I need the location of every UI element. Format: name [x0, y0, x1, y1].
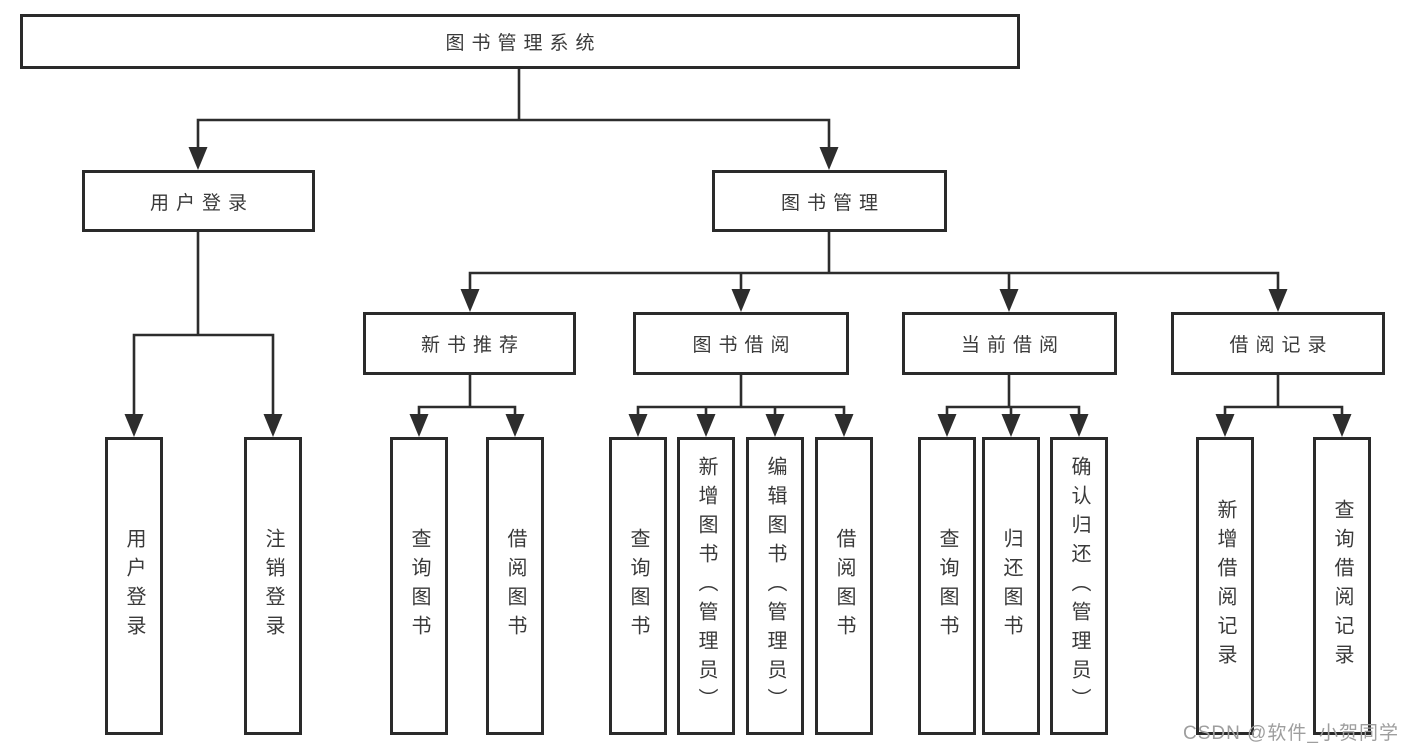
leaf-query-borrow-record-label: 查询借阅记录 — [1331, 499, 1353, 673]
leaf-logout-label: 注销登录 — [262, 528, 284, 644]
leaf-add-book-admin: 新增图书（管理员） — [677, 437, 735, 735]
node-borrowing-records-label: 借阅记录 — [1229, 335, 1334, 356]
leaf-recommend-query-books-label: 查询图书 — [408, 528, 430, 644]
node-book-management-label: 图书管理 — [780, 192, 885, 214]
connector-borrow-to-leaves — [628, 375, 854, 437]
leaf-current-query-books: 查询图书 — [918, 437, 976, 735]
connector-records-to-leaves — [1215, 375, 1352, 437]
leaf-add-book-admin-label: 新增图书（管理员） — [695, 455, 717, 717]
leaf-confirm-return-admin: 确认归还（管理员） — [1050, 437, 1108, 735]
node-library-system: 图书管理系统 — [20, 14, 1020, 69]
leaf-logout: 注销登录 — [244, 437, 302, 735]
node-borrowing-records: 借阅记录 — [1171, 312, 1385, 375]
leaf-return-books-label: 归还图书 — [1000, 528, 1022, 644]
connector-recommend-to-leaves — [409, 375, 525, 437]
connector-root-to-level2 — [188, 69, 839, 170]
leaf-recommend-borrow-books-label: 借阅图书 — [504, 528, 526, 644]
node-current-borrowing-label: 当前借阅 — [960, 335, 1065, 356]
leaf-borrow-query-books-label: 查询图书 — [627, 528, 649, 644]
node-book-borrowing-label: 图书借阅 — [692, 335, 797, 356]
leaf-borrow-books: 借阅图书 — [815, 437, 873, 735]
connector-mgmt-to-level3 — [460, 232, 1288, 312]
leaf-edit-book-admin: 编辑图书（管理员） — [746, 437, 804, 735]
node-user-login: 用户登录 — [82, 170, 315, 232]
leaf-query-borrow-record: 查询借阅记录 — [1313, 437, 1371, 735]
leaf-confirm-return-admin-label: 确认归还（管理员） — [1068, 455, 1090, 717]
node-book-borrowing: 图书借阅 — [633, 312, 849, 375]
leaf-borrow-books-label: 借阅图书 — [833, 528, 855, 644]
connector-login-to-leaves — [124, 232, 283, 437]
leaf-return-books: 归还图书 — [982, 437, 1040, 735]
leaf-user-login-label: 用户登录 — [123, 528, 145, 644]
node-new-book-recommend-label: 新书推荐 — [420, 335, 525, 356]
connector-current-to-leaves — [937, 375, 1089, 437]
node-current-borrowing: 当前借阅 — [902, 312, 1117, 375]
leaf-borrow-query-books: 查询图书 — [609, 437, 667, 735]
node-new-book-recommend: 新书推荐 — [363, 312, 576, 375]
node-library-system-label: 图书管理系统 — [445, 33, 602, 54]
leaf-recommend-borrow-books: 借阅图书 — [486, 437, 544, 735]
node-book-management: 图书管理 — [712, 170, 947, 232]
leaf-current-query-books-label: 查询图书 — [936, 528, 958, 644]
leaf-edit-book-admin-label: 编辑图书（管理员） — [764, 455, 786, 717]
leaf-user-login: 用户登录 — [105, 437, 163, 735]
csdn-watermark: CSDN @软件_小贺同学 — [1183, 723, 1399, 744]
node-user-login-label: 用户登录 — [149, 192, 254, 214]
leaf-add-borrow-record: 新增借阅记录 — [1196, 437, 1254, 735]
leaf-recommend-query-books: 查询图书 — [390, 437, 448, 735]
leaf-add-borrow-record-label: 新增借阅记录 — [1214, 499, 1236, 673]
